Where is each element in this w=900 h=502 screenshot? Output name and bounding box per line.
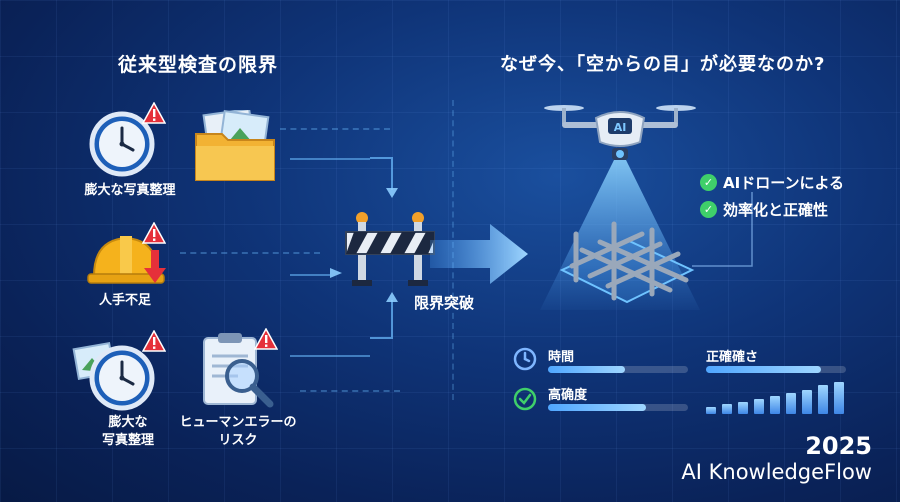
clipboard-inspection-icon [198, 330, 280, 416]
mini-bar [754, 399, 764, 414]
mini-bar [722, 404, 732, 414]
metric-bar-time [548, 366, 688, 373]
flow-line [290, 274, 330, 276]
mini-bar-chart [706, 380, 850, 414]
mini-bar [770, 396, 780, 414]
warning-icon [141, 101, 167, 128]
left-title: 従来型検査の限界 [118, 54, 279, 76]
benefits-list: ✓AIドローンによる ✓効率化と正確性 [700, 172, 844, 220]
item-label-human-error-risk: ヒューマンエラーの リスク [179, 415, 297, 448]
drone-icon: AI [540, 96, 700, 178]
down-arrow-icon [144, 250, 166, 288]
metric-label-precision: 高确度 [548, 388, 588, 403]
metric-bar-precision [548, 404, 688, 411]
check-circle-icon [513, 387, 537, 411]
barrier-icon [344, 210, 436, 292]
scan-beam [540, 160, 700, 310]
item-label-photo-organizing-2: 膨大な 写真整理 [101, 415, 154, 448]
benefit-item: ✓AIドローンによる [700, 172, 844, 193]
clock-icon [86, 340, 166, 416]
big-right-arrow-icon [430, 222, 530, 290]
check-icon: ✓ [700, 201, 717, 218]
warning-icon [253, 327, 279, 354]
barrier-label: 限界突破 [414, 294, 475, 312]
flow-arrows [330, 157, 398, 339]
benefit-connector [692, 192, 753, 267]
benefit-item: ✓効率化と正確性 [700, 199, 844, 220]
photo-folder-icon [192, 107, 278, 186]
mini-bar [738, 401, 748, 414]
flow-line [290, 158, 370, 160]
clock-icon [86, 106, 166, 182]
mini-bar [786, 392, 796, 414]
warning-icon [141, 221, 167, 248]
drone-ai-label: AI [614, 121, 627, 134]
metric-label-time: 時間 [548, 350, 575, 365]
flow-line [180, 252, 320, 254]
item-label-labor-shortage: 人手不足 [98, 293, 151, 308]
flow-line [290, 355, 370, 357]
flow-line [300, 390, 400, 392]
brand-year: 2025 [805, 432, 872, 460]
check-icon: ✓ [700, 174, 717, 191]
right-title: なぜ今、「空からの目」が必要なのか? [500, 54, 826, 75]
metric-label-accuracy: 正確確さ [706, 350, 759, 365]
mini-bar [706, 407, 716, 414]
metric-bar-accuracy [706, 366, 846, 373]
warning-icon [141, 329, 167, 356]
clock-icon [513, 347, 537, 371]
mini-bar [802, 389, 812, 414]
mini-bar [834, 381, 844, 414]
rebar-grid-icon [552, 210, 702, 324]
flow-line [280, 128, 390, 130]
brand-name: AI KnowledgeFlow [681, 460, 872, 484]
mini-bar [818, 385, 828, 414]
item-label-photo-organizing: 膨大な写真整理 [84, 183, 176, 198]
